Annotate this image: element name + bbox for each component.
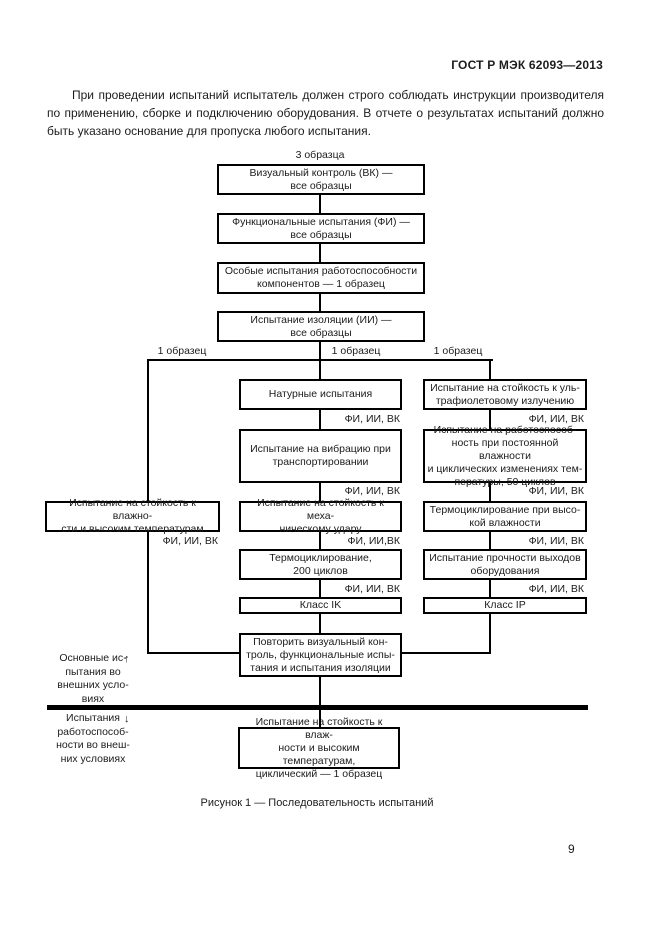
box-class-ik: Класс IK	[239, 597, 402, 614]
gate-label-after-thermal-humidity: ФИ, ИИ, ВК	[528, 535, 584, 547]
section-divider	[47, 705, 588, 710]
connector-line	[147, 359, 149, 501]
box-thermal-cycling-200: Термоциклирование, 200 циклов	[239, 549, 402, 580]
samples-count-label: 3 образца	[295, 149, 345, 161]
connector-line	[319, 195, 321, 213]
connector-line	[489, 614, 491, 654]
box-uv-resistance: Испытание на стойкость к уль- трафиолето…	[423, 379, 587, 410]
box-vibration-transport: Испытание на вибрацию при транспортирова…	[239, 429, 402, 483]
down-arrow-icon: ↓	[124, 713, 130, 725]
gate-label-after-thermal-200: ФИ, ИИ, ВК	[344, 583, 400, 595]
gate-label-after-performance: ФИ, ИИ, ВК	[528, 485, 584, 497]
connector-line	[489, 410, 491, 429]
branch-line	[147, 359, 493, 361]
intro-paragraph: При проведении испытаний испытатель долж…	[47, 88, 604, 138]
side-label-basic-environmental-tests: Основные ис- пытания во внешних усло- ви…	[57, 652, 129, 705]
connector-line	[319, 342, 321, 361]
side-label-performance-environmental-tests: Испытания работоспособ- ности во внеш- н…	[56, 712, 130, 765]
connector-line	[319, 580, 321, 597]
box-field-tests: Натурные испытания	[239, 379, 402, 410]
gate-label-after-field-tests: ФИ, ИИ, ВК	[344, 413, 400, 425]
connector-line	[489, 580, 491, 597]
connector-line	[319, 294, 321, 311]
connector-line	[489, 359, 491, 379]
box-performance-humidity-cycles: Испытание на работоспособ- ность при пос…	[423, 424, 587, 488]
box-repeat-tests: Повторить визуальный кон- троль, функцио…	[239, 633, 402, 677]
branch-sample-label-left: 1 образец	[157, 345, 207, 357]
connector-line	[319, 614, 321, 633]
box-cyclic-humidity-test: Испытание на стойкость к влаж- ности и в…	[238, 716, 400, 780]
connector-line	[400, 652, 491, 654]
page-number: 9	[568, 842, 575, 856]
branch-sample-label-middle: 1 образец	[331, 345, 381, 357]
connector-line	[489, 532, 491, 549]
box-insulation-test: Испытание изоляции (ИИ) — все образцы	[217, 311, 425, 342]
gate-label-after-uv: ФИ, ИИ, ВК	[528, 413, 584, 425]
gate-label-after-outputs: ФИ, ИИ, ВК	[528, 583, 584, 595]
connector-line	[319, 532, 321, 549]
figure-caption: Рисунок 1 — Последовательность испытаний	[200, 797, 434, 809]
connector-line	[147, 532, 149, 654]
connector-line	[319, 410, 321, 429]
connector-line	[319, 677, 321, 727]
box-equipment-outputs-strength: Испытание прочности выходов оборудования	[423, 549, 587, 580]
connector-line	[147, 652, 241, 654]
gate-label-after-vibration: ФИ, ИИ, ВК	[344, 485, 400, 497]
connector-line	[489, 483, 491, 501]
branch-sample-label-right: 1 образец	[433, 345, 483, 357]
gate-label-after-humidity: ФИ, ИИ, ВК	[162, 535, 218, 547]
box-class-ip: Класс IP	[423, 597, 587, 614]
box-mechanical-shock: Испытание на стойкость к меха- ническому…	[239, 497, 402, 535]
box-thermal-cycling-humidity: Термоциклирование при высо- кой влажност…	[423, 501, 587, 532]
box-visual-control: Визуальный контроль (ВК) — все образцы	[217, 164, 425, 195]
document-header: ГОСТ Р МЭК 62093—2013	[451, 58, 603, 72]
connector-line	[319, 244, 321, 262]
connector-line	[319, 359, 321, 379]
box-humidity-high-temp: Испытание на стойкость к влажно- сти и в…	[45, 497, 220, 535]
box-functional-tests: Функциональные испытания (ФИ) — все обра…	[217, 213, 425, 244]
gate-label-after-shock: ФИ, ИИ,ВК	[347, 535, 401, 547]
up-arrow-icon: ↑	[124, 653, 130, 665]
connector-line	[319, 483, 321, 501]
box-special-performance: Особые испытания работоспособности компо…	[217, 262, 425, 294]
